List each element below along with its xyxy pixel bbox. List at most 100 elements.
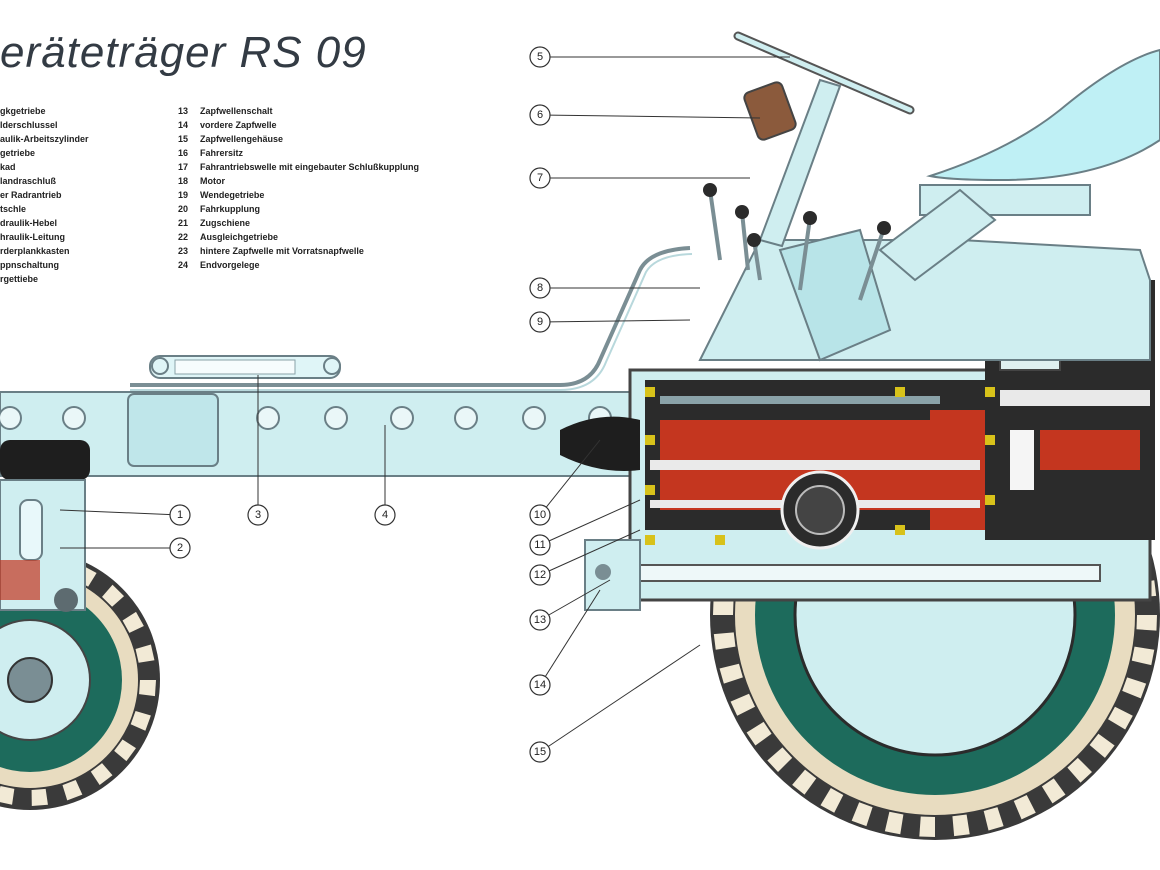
lever-knob xyxy=(877,221,891,235)
legend-item-label: Ausgleichgetriebe xyxy=(200,232,279,242)
rear-axle-shaft xyxy=(639,564,1101,582)
callout-number: 7 xyxy=(537,172,543,184)
tire-tread xyxy=(1122,677,1147,699)
legend-item-number: 22 xyxy=(178,232,189,242)
legend-item-number: 17 xyxy=(178,162,189,172)
callout-number: 3 xyxy=(255,509,261,521)
tire-tread xyxy=(1136,615,1157,631)
legend-item: 19 Wendegetriebe xyxy=(178,188,408,202)
legend-item-label: Zapfwellenschalt xyxy=(200,106,273,116)
callout-circle xyxy=(529,741,551,763)
beam-hole xyxy=(454,406,478,430)
legend-item-number: 13 xyxy=(178,106,189,116)
callout-line xyxy=(539,439,601,516)
lever-rod xyxy=(740,211,750,271)
tire-tread xyxy=(713,599,734,615)
tire-tread xyxy=(31,788,48,806)
legend-item-label: vordere Zapfwelle xyxy=(200,120,277,130)
lever-rod xyxy=(858,227,886,301)
front-wheel xyxy=(0,550,160,810)
bolt xyxy=(985,495,995,505)
legend-item-label: Fahrantriebswelle mit eingebauter Schluß… xyxy=(200,162,420,172)
legend-item-number: 16 xyxy=(178,148,189,158)
callout-line xyxy=(539,589,601,686)
beam-hole xyxy=(62,406,86,430)
tire-tread xyxy=(884,811,904,835)
callout-circle xyxy=(529,504,551,526)
bolt xyxy=(645,387,655,397)
tire-tread xyxy=(1067,757,1092,783)
hydraulic-cylinder xyxy=(149,355,341,379)
legend-item-number: 18 xyxy=(178,176,189,186)
legend-item-number: 23 xyxy=(178,246,189,256)
lever-rod xyxy=(798,217,812,291)
tire-tread xyxy=(1013,794,1036,820)
tire-tread xyxy=(0,785,15,805)
lever-knob xyxy=(803,211,817,225)
legend-item: 13 Zapfwellenschalt xyxy=(178,104,408,118)
tire-tread xyxy=(90,763,113,786)
callout-number: 9 xyxy=(537,316,543,328)
bolt xyxy=(645,435,655,445)
legend-item: kad xyxy=(0,162,16,172)
callout-circle xyxy=(529,277,551,299)
tire-tread xyxy=(122,611,144,633)
steering-gearbox xyxy=(743,81,797,141)
legend-item: rderplankkasten xyxy=(0,246,70,256)
callout-circle xyxy=(169,537,191,559)
legend-item: ppnschaltung xyxy=(0,260,59,270)
front-axle-housing xyxy=(0,440,90,612)
legend-item: tschle xyxy=(0,204,27,214)
legend-item-label: Wendegetriebe xyxy=(200,190,265,200)
legend-item-number: 20 xyxy=(178,204,189,214)
legend-item-number: 19 xyxy=(178,190,189,200)
bolt xyxy=(645,535,655,545)
tire-tread xyxy=(820,788,844,813)
callout-number: 14 xyxy=(534,679,546,691)
beam-hole xyxy=(390,406,414,430)
callout-circle xyxy=(169,504,191,526)
legend-item: lderschlussel xyxy=(0,120,58,130)
callout-number: 5 xyxy=(537,51,543,63)
callout-line xyxy=(539,114,761,119)
legend-item: rgettiebe xyxy=(0,274,39,284)
legend-item-number: 21 xyxy=(178,218,189,228)
legend-item: 16 Fahrersitz xyxy=(178,146,408,160)
lever-knob xyxy=(703,183,717,197)
beam-hole xyxy=(256,406,280,430)
callout-number: 6 xyxy=(537,109,543,121)
tire-tread xyxy=(919,816,935,837)
beam-hole xyxy=(324,406,348,430)
callout-circle xyxy=(247,504,269,526)
callout-number: 11 xyxy=(534,539,545,551)
callout-line xyxy=(539,319,691,323)
legend-item-label: Fahrersitz xyxy=(200,148,244,158)
tire-tread xyxy=(767,747,793,772)
tire-tread xyxy=(102,584,125,607)
hydraulic-line xyxy=(130,246,691,387)
steering-assembly xyxy=(733,31,915,248)
tire-tread xyxy=(792,769,817,795)
callout-circle xyxy=(529,104,551,126)
tire-tread xyxy=(1089,733,1115,758)
tire-tread xyxy=(983,807,1004,831)
legend-item: gkgetriebe xyxy=(0,106,46,116)
tire-tread xyxy=(746,721,772,746)
callout-number: 15 xyxy=(534,746,546,758)
tire-tread xyxy=(719,663,743,684)
tire-tread xyxy=(1131,646,1155,666)
callout-line xyxy=(539,529,641,576)
legend-left: gkgetriebe lderschlussel aulik-Arbeitszyli… xyxy=(0,104,160,286)
legend-item: aulik-Arbeitszylinder xyxy=(0,134,89,144)
legend-item: er Radrantrieb xyxy=(0,190,62,200)
tow-hitch xyxy=(560,416,641,611)
callout-circle xyxy=(374,504,396,526)
callout-line xyxy=(539,644,701,753)
tire-tread xyxy=(114,739,136,762)
